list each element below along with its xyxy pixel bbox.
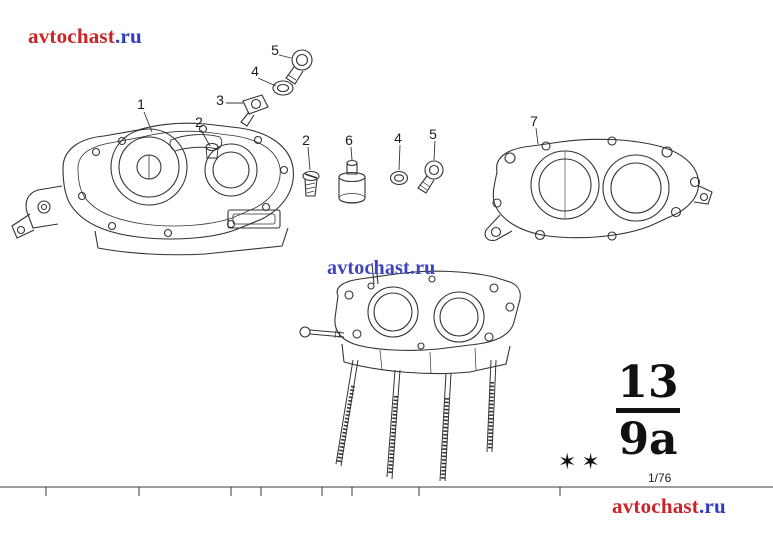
watermark-tld: .ru (698, 494, 726, 518)
callout-part-2a: 2 (195, 114, 203, 130)
watermark-text: avtochast (612, 494, 699, 518)
carburetor-body-drawing (484, 136, 713, 241)
callout-part-4a: 4 (251, 63, 259, 79)
callout-part-1: 1 (137, 96, 145, 112)
callout-leader-lines (143, 54, 539, 171)
callout-part-6: 6 (345, 132, 353, 148)
carburetor-cover-drawing (11, 122, 294, 256)
watermark-bottom-right: avtochast.ru (612, 494, 726, 519)
subgroup-number: 9a (618, 414, 678, 465)
watermark-text: avtochast (327, 257, 410, 279)
callout-part-4b: 4 (394, 130, 402, 146)
mounting-studs-drawing (335, 359, 497, 482)
watermark-tld: .ru (409, 257, 436, 279)
callout-part-5b: 5 (429, 126, 437, 142)
watermark-text: avtochast (28, 24, 115, 48)
callout-part-5a: 5 (271, 42, 279, 58)
watermark-center: avtochast.ru (327, 257, 436, 280)
callout-part-3: 3 (216, 92, 224, 108)
watermark-tld: .ru (114, 24, 142, 48)
usage-stars: ✶✶ (558, 450, 605, 475)
watermark-top-left: avtochast.ru (28, 24, 142, 49)
callout-part-2b: 2 (302, 132, 310, 148)
middle-small-parts-drawing (302, 159, 444, 204)
section-number-plate: 13 9a (616, 360, 680, 465)
cover-small-parts-drawing (240, 49, 313, 127)
main-group-number: 13 (616, 360, 680, 413)
footer-rule (0, 486, 773, 496)
edition-date: 1/76 (648, 471, 672, 485)
throttle-body-drawing (299, 262, 521, 375)
callout-part-7: 7 (530, 113, 538, 129)
